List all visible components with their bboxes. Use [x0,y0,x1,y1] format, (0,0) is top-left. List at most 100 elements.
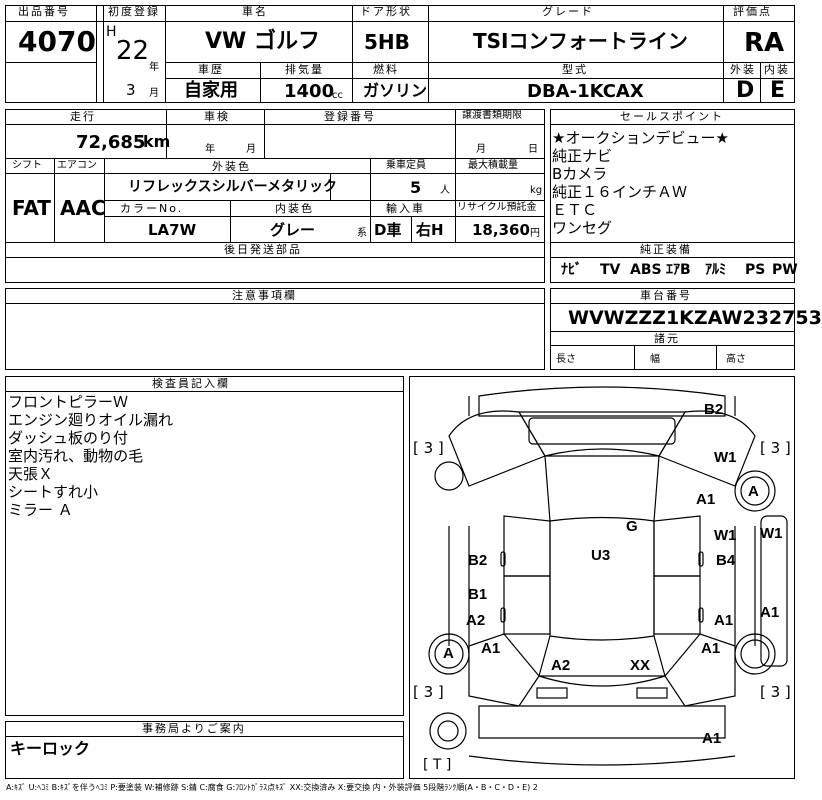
damage-mark: A [443,645,454,662]
capacity-unit: 人 [440,185,450,196]
capacity-label: 乗車定員 [386,160,426,171]
equipment-item: ABS [630,262,662,278]
equipment-item: ﾅﾋﾞ [561,262,582,278]
office-message: キーロック [10,739,91,758]
damage-mark: B4 [716,552,736,569]
damage-mark: A1 [760,604,780,621]
int-color-label: 内装色 [275,202,314,215]
car-name: VW ゴルフ [205,29,320,54]
car-name-label: 車名 [242,5,268,18]
inspector-note: シートすれ小 [8,483,99,501]
load-label: 最大積載量 [468,160,518,171]
mileage-unit: km [143,132,171,151]
inspector-block [5,376,404,716]
chassis-number: WVWZZZ1KZAW232753 [568,307,822,329]
damage-mark: W1 [714,527,737,544]
sales-point-line: Bカメラ [552,165,608,183]
tire-rear-right: [ 3 ] [760,683,791,701]
displacement-unit: cc [332,90,343,101]
insp-month-unit: 月 [246,144,256,155]
equipment-item: ｴｱB [666,262,691,278]
equipment-item: ｱﾙﾐ [705,262,726,278]
air-conditioner: AAC [60,196,106,220]
damage-mark: B2 [704,401,724,418]
chassis-label: 車台番号 [640,289,692,302]
specs-label: 諸元 [654,332,680,345]
transfer-day-unit: 日 [528,144,538,155]
insp-year-unit: 年 [205,144,215,155]
damage-mark: A2 [466,612,486,629]
notes-block [5,288,545,370]
model-code: DBA-1KCAX [527,81,644,102]
inspector-note: ダッシュ板のり付 [8,429,129,447]
exterior-color: リフレックスシルバーメタリック [128,179,338,195]
equipment-label: 純正装備 [640,243,692,256]
recycle-fee: 18,360 [472,221,530,239]
ext-score: D [736,78,755,103]
damage-mark: W1 [714,449,737,466]
import-type: D車 [374,221,402,239]
damage-mark: W1 [760,525,783,542]
inspector-note: エンジン廻りオイル漏れ [8,411,174,429]
sales-points-label: セールスポイント [620,110,724,123]
load-unit: kg [530,185,543,196]
history-label: 車歴 [198,63,224,76]
capacity: 5 [410,178,422,197]
inspector-note: 室内汚れ、動物の毛 [8,447,144,465]
year-unit: 年 [149,62,159,73]
model-label: 型式 [562,63,588,76]
mileage-label: 走行 [70,110,96,123]
fuel: ガソリン [363,81,428,100]
later-parts-label: 後日発送部品 [224,243,302,256]
era: H [106,24,117,40]
transfer-month-unit: 月 [476,144,486,155]
inspector-note: フロントピラーＷ [8,393,129,411]
damage-mark: A [748,483,759,500]
sales-point-line: 純正１６インチＡＷ [552,183,688,201]
reg-year: 22 [116,36,150,66]
header-block [5,5,795,103]
damage-legend: A:ｷｽﾞ U:ﾍｺﾐ B:ｷｽﾞを伴うﾍｺﾐ P:要塗装 W:補修跡 S:錆 … [6,783,538,792]
inspection-label: 車検 [204,110,230,123]
damage-mark: B1 [468,586,488,603]
damage-mark: XX [630,657,651,674]
chassis-block [550,288,795,370]
length-label: 長さ [556,354,576,365]
color-label: 外装色 [212,160,251,173]
door-type: 5HB [364,30,410,54]
recycle-unit: 円 [530,228,540,239]
score-label: 評価点 [733,5,772,18]
history: 自家用 [184,80,238,101]
equipment-item: PW [772,262,798,278]
int-score: E [770,78,786,103]
ac-label: エアコン [57,160,97,171]
damage-mark: A1 [481,640,501,657]
damage-mark: A1 [701,640,721,657]
office-label: 事務局よりご案内 [142,722,246,735]
damage-mark: A2 [551,657,571,674]
damage-mark: G [626,518,638,535]
reg-number-label: 登録番号 [324,110,376,123]
reg-month: 3 [126,81,136,99]
int-label: 内装 [764,63,790,76]
sales-point-line: ★オークションデビュー★ [552,129,729,147]
damage-mark: B2 [468,552,488,569]
sales-point-line: 純正ナビ [552,147,613,165]
shift-label: シフト [12,160,42,171]
grade-label: グレード [542,5,594,18]
door-label: ドア形状 [360,5,412,18]
displacement-label: 排気量 [285,63,324,76]
color-number: LA7W [148,221,197,239]
lot-label: 出品番号 [18,5,70,18]
fuel-label: 燃料 [373,63,399,76]
grade: TSIコンフォートライン [473,29,688,53]
car-diagram-block [409,376,795,779]
notes-label: 注意事項欄 [232,289,297,302]
inspector-label: 検査員記入欄 [152,377,230,390]
int-color-unit: 系 [357,228,367,239]
damage-mark: U3 [591,547,611,564]
auction-score: RA [744,28,785,58]
import-label: 輸入車 [386,202,425,215]
first-reg-label: 初度登録 [108,5,160,18]
sales-point-line: ＥＴＣ [552,201,598,219]
